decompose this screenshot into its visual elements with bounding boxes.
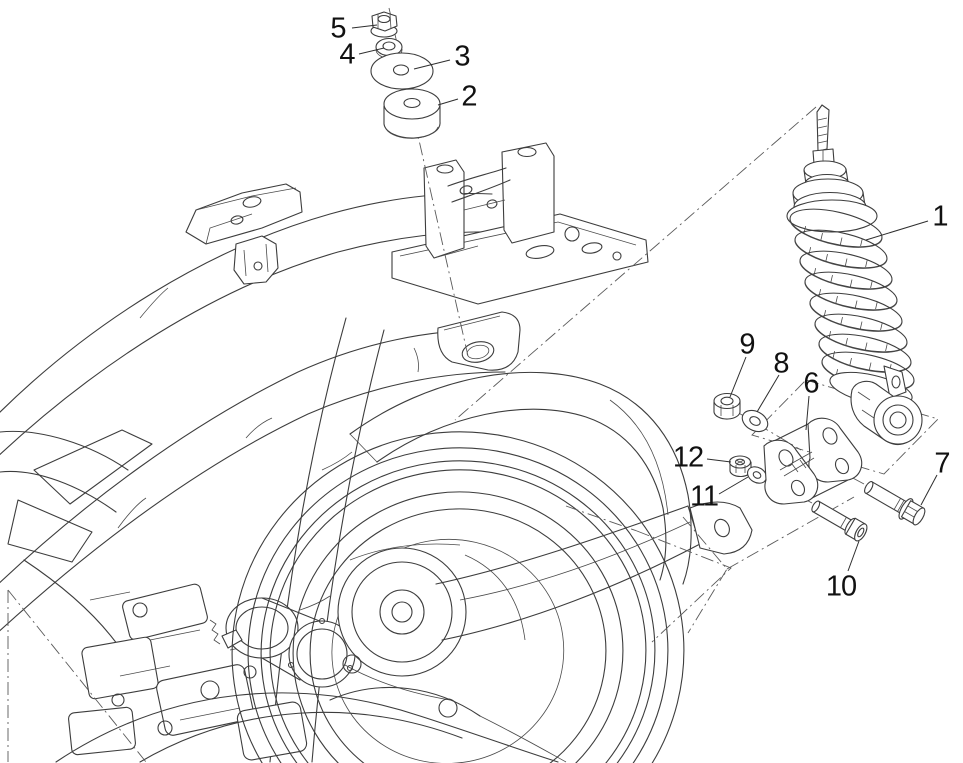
swingarm bbox=[435, 501, 753, 641]
phantom-projection-lines bbox=[7, 379, 939, 763]
leader-10 bbox=[847, 540, 860, 572]
spring-top-seat bbox=[786, 199, 878, 233]
callout-10: 10 bbox=[825, 570, 857, 603]
leader-6 bbox=[805, 395, 810, 431]
upper-mount-washer-large bbox=[370, 52, 434, 90]
mount-post-right bbox=[501, 142, 555, 244]
frame-bracket bbox=[185, 183, 303, 285]
callout-2: 2 bbox=[461, 80, 477, 113]
leader-12 bbox=[706, 458, 732, 463]
shock-absorber bbox=[785, 104, 923, 446]
frame-tube-lower bbox=[0, 329, 506, 632]
spark-plug bbox=[221, 629, 243, 649]
leader-9 bbox=[729, 356, 747, 398]
wheel-hub bbox=[337, 543, 526, 718]
linkage-washer-small bbox=[747, 466, 767, 484]
callout-4: 4 bbox=[339, 38, 355, 71]
body-panels bbox=[0, 429, 153, 649]
callout-leader-lines bbox=[351, 24, 938, 572]
frame-tube-upper bbox=[0, 192, 495, 456]
callout-7: 7 bbox=[934, 447, 950, 480]
leader-1 bbox=[865, 220, 929, 241]
lower-linkage-bracket bbox=[763, 417, 863, 505]
upper-lock-nut bbox=[370, 11, 398, 38]
leader-4 bbox=[358, 47, 385, 55]
upper-mount-assembly bbox=[391, 142, 649, 371]
linkage-nut-small bbox=[728, 455, 752, 478]
engine-cluster bbox=[55, 317, 567, 763]
lower-flanged-nut bbox=[713, 392, 741, 420]
callout-12: 12 bbox=[672, 441, 704, 474]
mount-post-left bbox=[423, 159, 465, 259]
callout-9: 9 bbox=[739, 328, 755, 361]
rear-wheel bbox=[231, 431, 685, 763]
socket-head-bolt bbox=[811, 500, 868, 542]
leader-8 bbox=[756, 374, 780, 413]
callout-6: 6 bbox=[803, 367, 819, 400]
callout-5: 5 bbox=[330, 12, 346, 45]
callout-1: 1 bbox=[932, 200, 948, 233]
leader-5 bbox=[351, 24, 378, 29]
upper-mount-bushing bbox=[383, 88, 441, 139]
callout-8: 8 bbox=[773, 347, 789, 380]
callout-11: 11 bbox=[689, 480, 719, 513]
callout-3: 3 bbox=[454, 40, 470, 73]
hex-flange-bolt bbox=[864, 481, 926, 526]
lower-washer bbox=[741, 409, 769, 433]
leader-3 bbox=[413, 59, 451, 70]
shock-top-stud bbox=[816, 104, 830, 152]
leader-7 bbox=[920, 474, 938, 506]
leader-2 bbox=[437, 98, 459, 106]
rear-fender bbox=[349, 371, 692, 585]
leader-11 bbox=[718, 476, 749, 495]
